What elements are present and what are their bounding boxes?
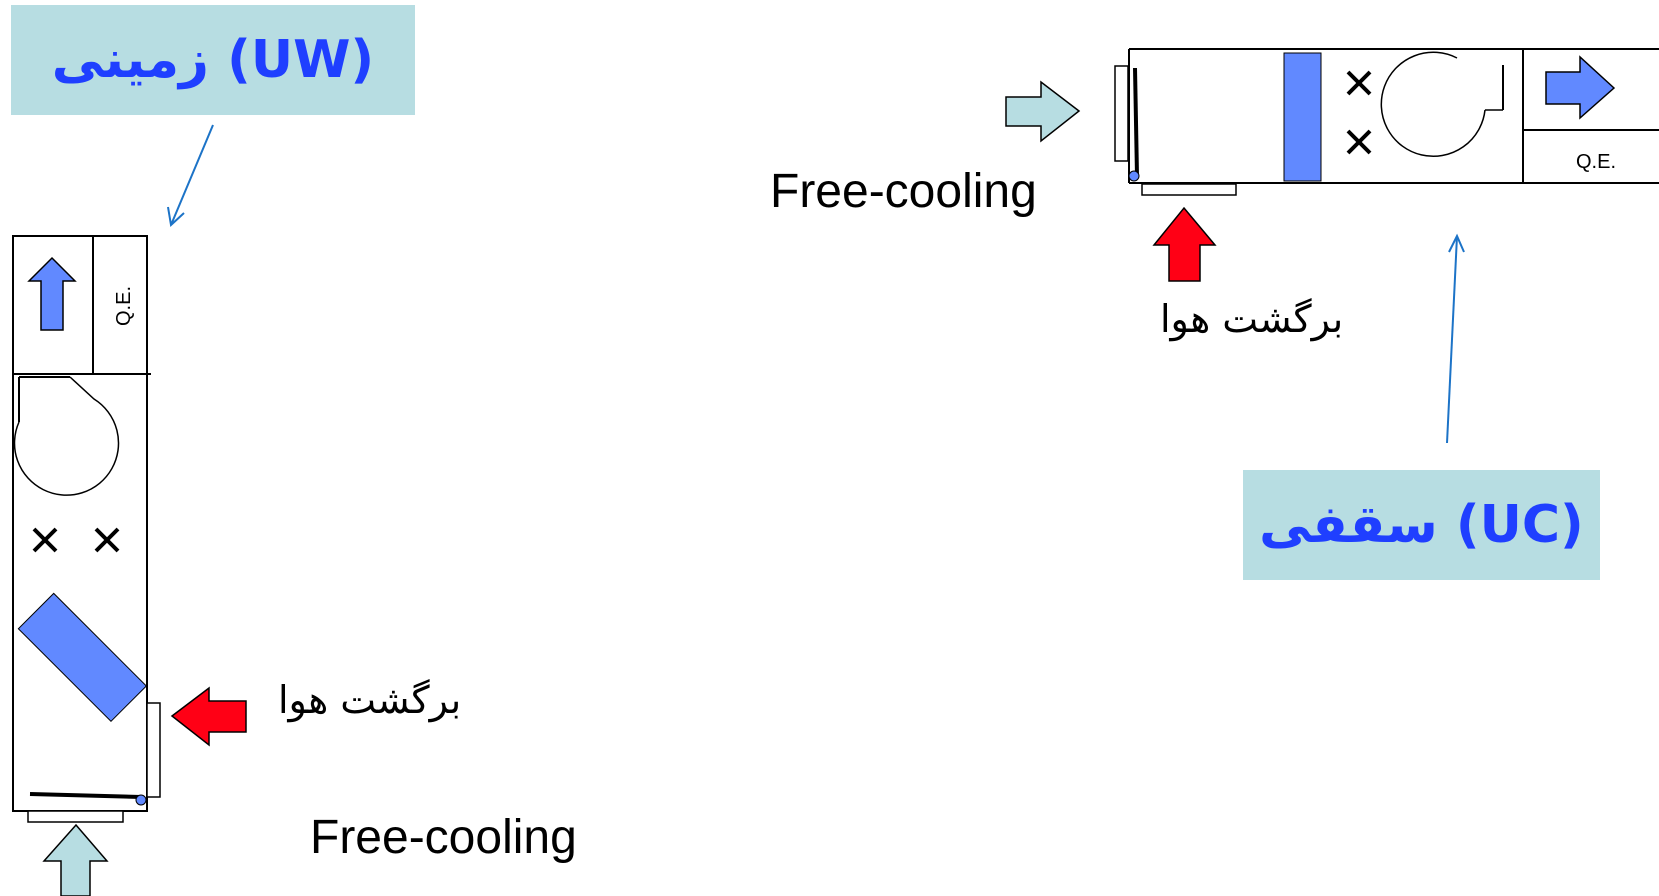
ceiling-unit-qe-label: Q.E.	[1576, 151, 1616, 173]
floor-unit-damper-pivot	[135, 794, 147, 806]
floor-unit-supply-arrow-icon	[27, 256, 77, 331]
ceiling-unit-cooling-coil	[1283, 52, 1322, 182]
ceiling-unit-fan-icon	[1380, 51, 1504, 158]
ceiling-unit-free-cooling-arrow-icon	[1005, 80, 1081, 143]
ceiling-unit-leader-arrow	[1446, 233, 1465, 444]
floor-unit-casing	[12, 235, 148, 812]
floor-unit-return-panel	[146, 702, 161, 798]
ceiling-unit-return-air-label: برگشت هوا	[1160, 297, 1344, 341]
ceiling-unit-title: سقفی (UC)	[1243, 470, 1600, 580]
floor-unit-return-arrow-icon	[170, 686, 247, 747]
floor-unit-bottom-filter	[27, 810, 124, 823]
ceiling-unit-damper-icon	[1346, 70, 1372, 155]
floor-unit-free-cooling-arrow-icon	[42, 823, 109, 896]
floor-unit-cooling-coil	[17, 592, 148, 723]
floor-unit-free-cooling-label: Free-cooling	[310, 811, 577, 864]
floor-unit-fan-icon	[13, 376, 120, 496]
floor-unit-damper-icon	[32, 527, 120, 553]
floor-unit-leader-arrow	[167, 124, 214, 227]
ceiling-unit-supply-arrow-icon	[1545, 55, 1616, 120]
ceiling-unit-free-cooling-panel	[1114, 65, 1129, 162]
floor-unit-title: زمینی (UW)	[11, 5, 415, 115]
floor-unit-fresh-air-damper	[29, 792, 142, 799]
floor-unit-qe-label: Q.E.	[113, 286, 135, 326]
ceiling-unit-damper-pivot	[1128, 170, 1140, 182]
floor-unit	[12, 235, 161, 823]
ceiling-unit-return-arrow-icon	[1152, 206, 1217, 282]
ceiling-unit-bottom-filter	[1141, 183, 1237, 196]
ceiling-unit-free-cooling-label: Free-cooling	[770, 165, 1037, 218]
ceiling-unit-fresh-air-damper	[1133, 67, 1139, 177]
floor-unit-return-air-label: برگشت هوا	[278, 678, 462, 722]
ceiling-unit	[1114, 48, 1659, 196]
